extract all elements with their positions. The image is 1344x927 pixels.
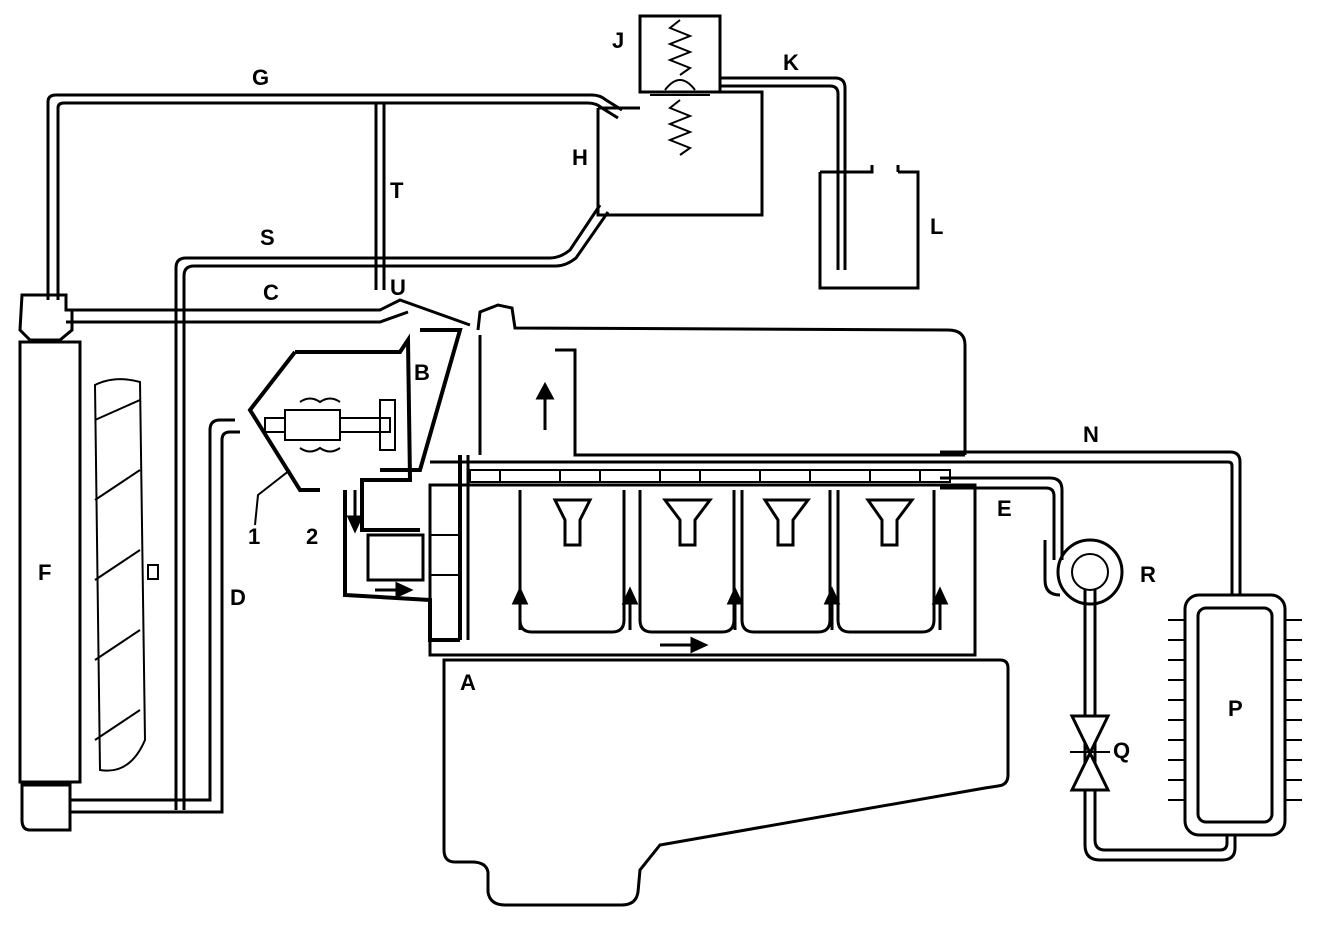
label-H: H — [572, 145, 588, 170]
label-A: A — [460, 670, 476, 695]
thermostat-housing — [247, 328, 463, 642]
engine-block — [428, 303, 1010, 907]
label-L: L — [930, 214, 943, 239]
label-Q: Q — [1113, 738, 1130, 763]
label-G: G — [252, 65, 269, 90]
flow-arrows — [346, 381, 949, 654]
label-C: C — [263, 280, 279, 305]
coolant-gallery — [469, 469, 951, 483]
label-1: 1 — [248, 524, 260, 549]
label-E: E — [997, 496, 1012, 521]
label-K: K — [783, 50, 799, 75]
overflow-reservoir — [720, 76, 920, 290]
radiator — [18, 293, 159, 832]
label-P: P — [1228, 696, 1243, 721]
label-D: D — [230, 585, 246, 610]
label-2: 2 — [306, 524, 318, 549]
label-R: R — [1140, 562, 1156, 587]
label-N: N — [1083, 422, 1099, 447]
expansion-tank — [596, 14, 764, 217]
hoses — [46, 93, 623, 814]
label-J: J — [612, 28, 624, 53]
label-U: U — [390, 275, 406, 300]
label-B: B — [414, 360, 430, 385]
label-T: T — [390, 178, 404, 203]
leader-line-1 — [254, 469, 291, 526]
label-S: S — [260, 225, 275, 250]
label-F: F — [38, 560, 51, 585]
heater-circuit — [940, 450, 1302, 862]
